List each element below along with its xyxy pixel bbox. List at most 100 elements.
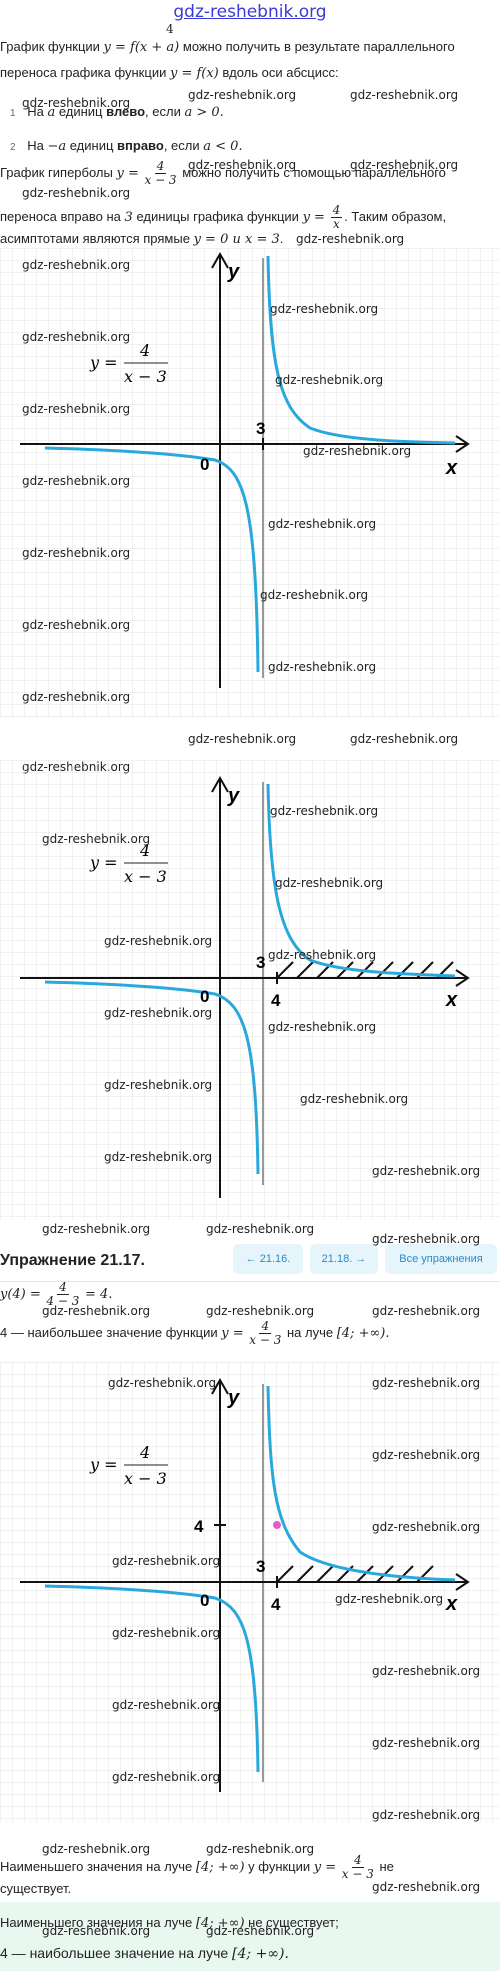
tick-3-label: 3 (256, 953, 265, 972)
min-value-line-2: существует. (0, 1880, 71, 1898)
denominator: x − 3 (249, 1333, 282, 1347)
answer-line-2: 4 — наибольшее значение на луче [4; +∞). (0, 1944, 289, 1963)
watermark: gdz-reshebnik.org (372, 1232, 481, 1246)
watermark: gdz-reshebnik.org (300, 1092, 409, 1106)
text: вдоль оси абсцисс: (222, 65, 339, 80)
math: y(4) = (0, 1286, 41, 1302)
watermark: gdz-reshebnik.org (372, 1376, 481, 1390)
watermark: gdz-reshebnik.org (42, 1924, 151, 1938)
formula-denominator: x − 3 (124, 867, 167, 886)
math: y = (302, 209, 325, 225)
graph-2: y x 0 3 4 y = 4 x − 3 (0, 760, 500, 1220)
watermark: gdz-reshebnik.org (112, 1554, 221, 1568)
watermark: gdz-reshebnik.org (104, 1150, 213, 1164)
tick-3-label: 3 (256, 1557, 265, 1576)
y-arrow (211, 775, 229, 793)
watermark: gdz-reshebnik.org (270, 804, 379, 818)
watermark: gdz-reshebnik.org (350, 88, 459, 102)
watermark: gdz-reshebnik.org (22, 690, 131, 704)
text: не существует; (248, 1915, 339, 1930)
answer-line-1: Наименьшего значения на луче [4; +∞) не … (0, 1914, 339, 1933)
watermark: gdz-reshebnik.org (112, 1770, 221, 1784)
numerator: 4 (259, 1319, 272, 1334)
text: можно получить с помощью параллельного (182, 164, 446, 180)
math: [4; +∞) (195, 1859, 245, 1875)
formula-y: y = (89, 1455, 118, 1474)
watermark: gdz-reshebnik.org (206, 1222, 315, 1236)
text: . Таким образом, (344, 208, 447, 224)
divider (0, 1281, 500, 1282)
watermark: gdz-reshebnik.org (268, 1020, 377, 1034)
math: [4; +∞). (232, 1946, 289, 1962)
y-axis-label: y (227, 1387, 240, 1409)
text: асимптотами являются прямые (0, 231, 190, 246)
formula-y: y = (89, 353, 118, 372)
grid (0, 760, 500, 1220)
watermark: gdz-reshebnik.org (42, 1304, 151, 1318)
prev-exercise-button[interactable]: ← 21.16. (233, 1244, 303, 1274)
text: на луче (286, 1324, 334, 1340)
watermark: gdz-reshebnik.org (206, 1842, 315, 1856)
math: 3 (124, 209, 133, 225)
watermark: gdz-reshebnik.org (350, 732, 459, 746)
watermark: gdz-reshebnik.org (22, 330, 131, 344)
math: y = (116, 165, 139, 181)
x-arrow (455, 969, 470, 987)
denominator: x (332, 217, 340, 231)
watermark: gdz-reshebnik.org (372, 1736, 481, 1750)
text: существует. (0, 1881, 72, 1896)
text: у функции (248, 1858, 311, 1874)
watermark: gdz-reshebnik.org (296, 232, 405, 246)
watermark: gdz-reshebnik.org (372, 1164, 481, 1178)
origin-label: 0 (200, 455, 209, 474)
bold-text: влево (106, 104, 146, 119)
watermark: gdz-reshebnik.org (22, 186, 131, 200)
watermark: gdz-reshebnik.org (275, 876, 384, 890)
math: y = f(x) (169, 66, 219, 81)
watermark: gdz-reshebnik.org (372, 1664, 481, 1678)
text: , если (163, 138, 200, 153)
text: 4 — наибольшее значение функции (0, 1324, 218, 1340)
watermark: gdz-reshebnik.org (270, 302, 379, 316)
numerator: 4 (330, 203, 343, 218)
origin-label: 0 (200, 987, 209, 1006)
bold-text: вправо (117, 138, 164, 153)
formula-numerator: 4 (139, 341, 150, 360)
denominator: 4 − 3 (46, 1294, 80, 1308)
watermark: gdz-reshebnik.org (372, 1808, 481, 1822)
x-axis-label: x (445, 457, 458, 479)
site-title[interactable]: gdz-reshebnik.org (173, 2, 327, 22)
formula-denominator: x − 3 (124, 367, 167, 386)
tick-4-label: 4 (271, 991, 281, 1010)
shift-line: переноса вправо на 3 единицы графика фун… (0, 204, 446, 231)
next-exercise-button[interactable]: 21.18. → (310, 1244, 378, 1274)
graph-3-svg: y x 0 3 4 4 y = 4 x − 3 (0, 1362, 500, 1822)
watermark: gdz-reshebnik.org (22, 258, 131, 272)
watermark: gdz-reshebnik.org (104, 1078, 213, 1092)
text: 4 — наибольшее значение на луче (0, 1945, 229, 1961)
text: единицы графика функции (136, 208, 299, 224)
curve-left (44, 980, 260, 1175)
watermark: gdz-reshebnik.org (22, 96, 131, 110)
y-arrow (211, 251, 229, 269)
math: = 4. (85, 1286, 113, 1302)
text: переноса вправо на (0, 208, 121, 224)
watermark: gdz-reshebnik.org (108, 1376, 217, 1390)
text: Наименьшего значения на луче (0, 1858, 193, 1874)
intro-line-1: График функции y = f(x + a) можно получи… (0, 38, 455, 57)
math: y = (313, 1859, 337, 1875)
math: [4; +∞). (336, 1325, 390, 1341)
watermark: gdz-reshebnik.org (372, 1448, 481, 1462)
watermark: gdz-reshebnik.org (22, 474, 131, 488)
watermark: gdz-reshebnik.org (303, 444, 412, 458)
all-exercises-button[interactable]: Все упражнения (385, 1244, 497, 1274)
x-arrow (455, 1573, 470, 1591)
text: не (379, 1858, 394, 1874)
watermark: gdz-reshebnik.org (275, 373, 384, 387)
formula-numerator: 4 (139, 1443, 150, 1462)
graph-2-svg: y x 0 3 4 y = 4 x − 3 (0, 760, 500, 1220)
